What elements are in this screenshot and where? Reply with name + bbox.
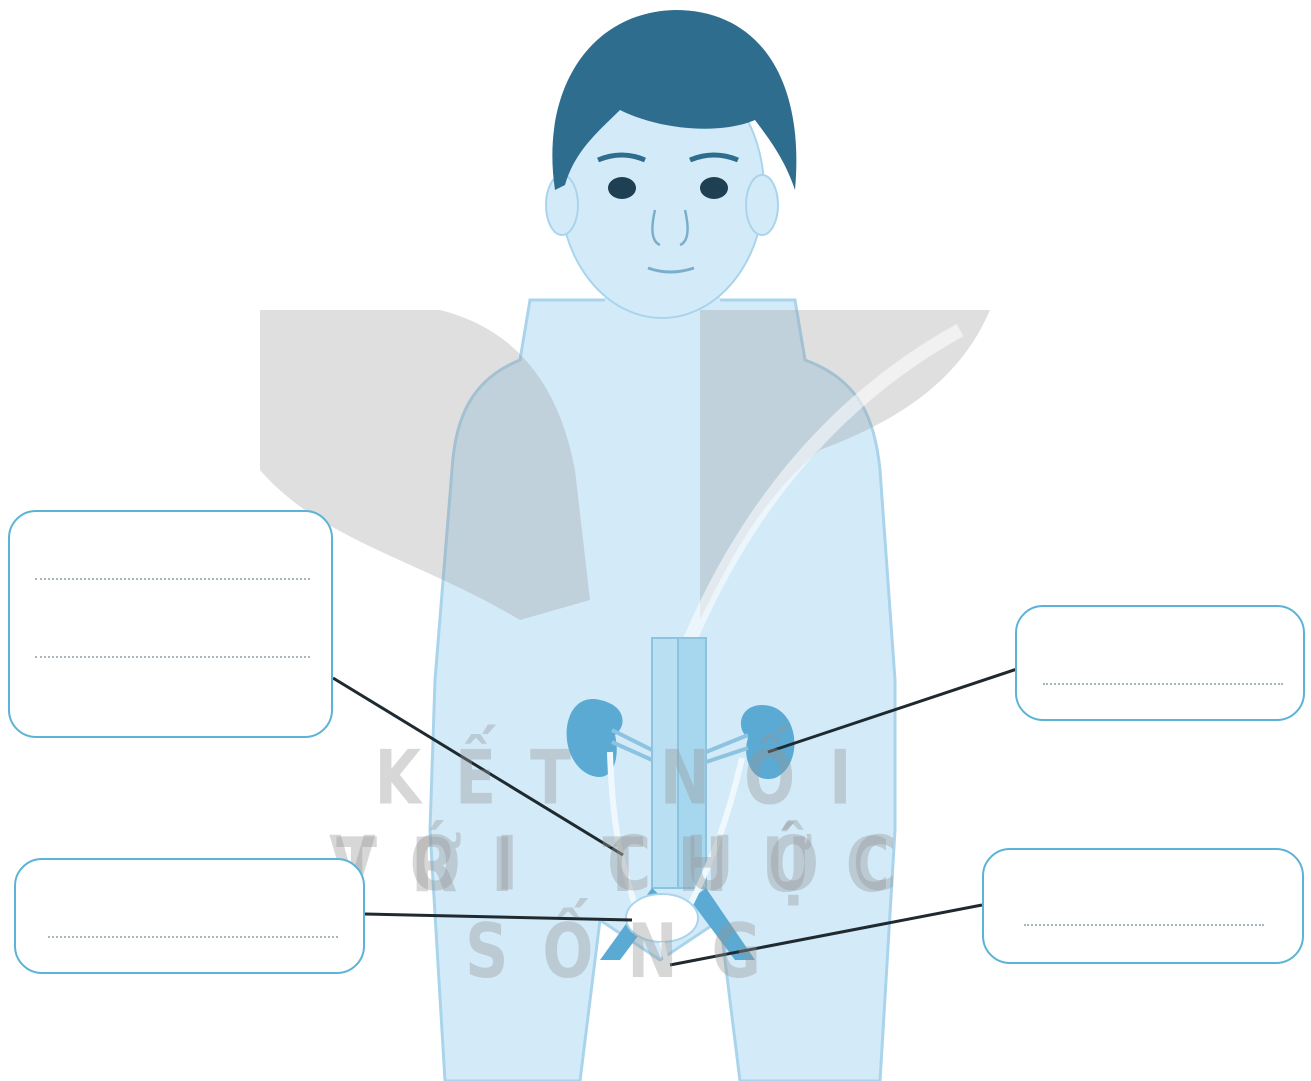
label-box-bottom-left[interactable] (14, 858, 365, 974)
right-eye (700, 177, 728, 199)
watermark-text-line2: VỚI CUỘC SỐNG (300, 821, 960, 996)
answer-blank-line[interactable] (1043, 683, 1283, 685)
label-box-bottom-right[interactable] (982, 848, 1304, 964)
answer-blank-line[interactable] (48, 936, 338, 938)
answer-blank-line[interactable] (1024, 924, 1264, 926)
left-eye (608, 177, 636, 199)
answer-blank-line[interactable] (35, 656, 310, 658)
right-ear (746, 175, 778, 235)
label-box-top-right[interactable] (1015, 605, 1305, 721)
answer-blank-line[interactable] (35, 578, 310, 580)
label-box-top-left[interactable] (8, 510, 333, 738)
